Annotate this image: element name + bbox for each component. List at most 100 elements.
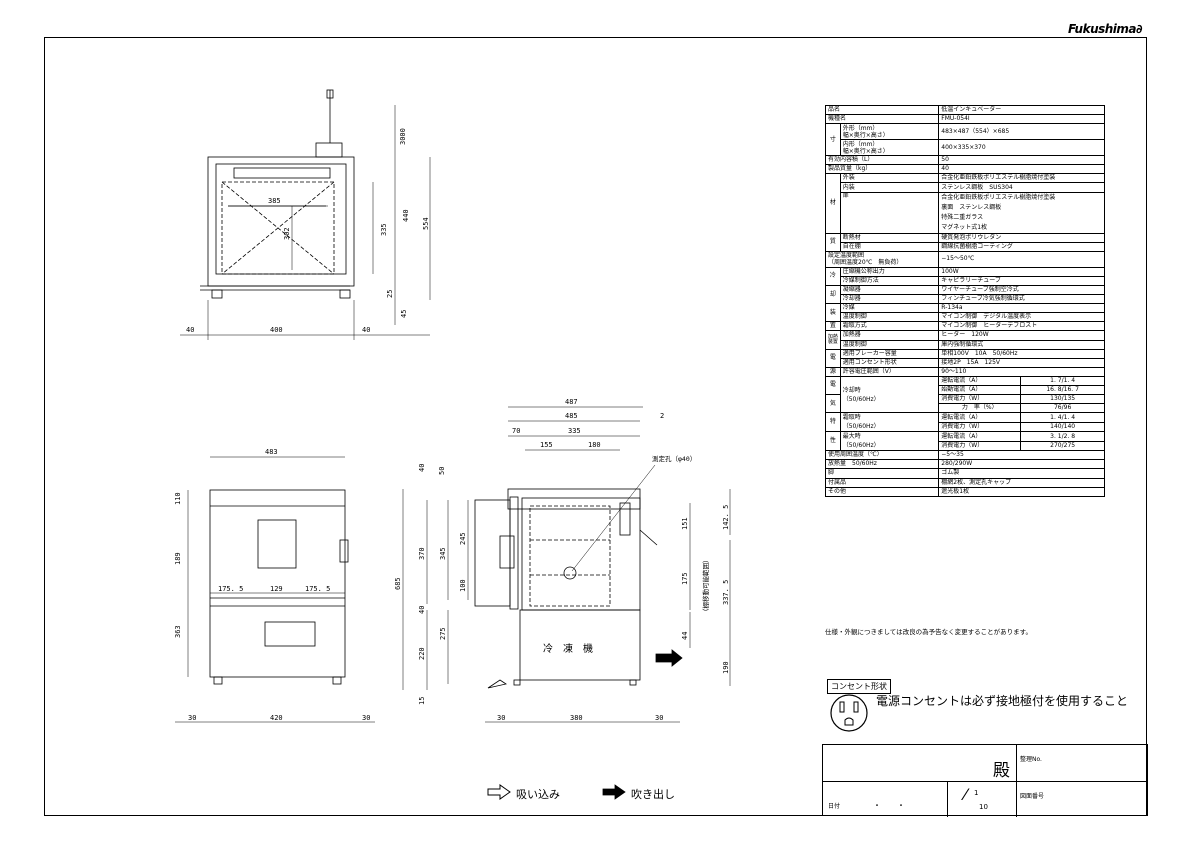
dim-label: 70 (512, 427, 520, 435)
table-row: 製品質量（kg）40 (824, 164, 1105, 175)
spec-value: 合金化亜鉛鉄板ポリエステル樹脂焼付塗装裏面 ステンレス鋼板特殊二重ガラスマグネッ… (938, 191, 1105, 234)
dim-label: 245 (459, 532, 467, 545)
dim-label: 337. 5 (722, 580, 730, 605)
table-row: 脚ゴム製 (824, 468, 1105, 479)
table-row: 適用コンセント形状接地2P 15A 125V (826, 357, 1105, 368)
dim-label: 175. 5 (305, 585, 330, 593)
group-label: 特 (825, 412, 841, 433)
dim-label: 40 (186, 326, 194, 334)
brand-text: Fukushima (1068, 22, 1137, 36)
spec-value: 庫内強制循環式 (938, 339, 1105, 350)
table-row: 始動電流（A）16. 8/16. 7 (826, 384, 1105, 396)
table-row: 付属品棚網2枚、測定孔キャップ (824, 477, 1105, 488)
spec-label: 外形（mm）幅×奥行×高さ） (839, 123, 940, 141)
spec-value: R-134a (938, 303, 1105, 314)
dim-label: 380 (570, 714, 583, 722)
spec-value: ゴム製 (938, 468, 1105, 479)
spec-value: FMU-054I (938, 114, 1105, 125)
spec-label: 脚 (824, 468, 940, 479)
spec-label-line: 内形（mm） (842, 140, 879, 148)
spec-label: 温度制御 (839, 312, 940, 323)
spec-value: 1. 7/1. 4 (1020, 375, 1105, 386)
spec-label: 加熱器 (839, 330, 940, 341)
group-label: 気 (825, 394, 841, 414)
spec-label: 凝縮器 (839, 284, 940, 296)
spec-label-line: （50/60Hz） (842, 395, 880, 403)
spec-label-line: 外形（mm） (842, 124, 879, 132)
spec-label-line: 幅×奥行×高さ） (842, 147, 889, 155)
dim-label: 175. 5 (218, 585, 243, 593)
table-row: 設定温度範囲（周囲温度20℃ 無負荷）−15～50℃ (824, 250, 1105, 268)
table-row: 質断熱材硬質発泡ポリウレタン (825, 232, 1105, 252)
dim-label: 302 (283, 227, 291, 240)
spec-sublabel: 消費電力（W） (938, 440, 1022, 452)
spec-label: 有効内容積（L） (824, 155, 940, 166)
spec-label: 冷媒 (839, 303, 940, 314)
table-row: 電適用ブレーカー容量単相100V 10A 50/60Hz (825, 348, 1105, 368)
spec-value: 3. 1/2. 8 (1020, 431, 1105, 442)
spec-value: 低温インキュベーター (938, 104, 1105, 116)
dim-label: 370 (418, 547, 426, 560)
spec-value: フィンチューブ冷気強制循環式 (938, 294, 1105, 305)
scale-denominator: 10 (979, 803, 988, 811)
dim-label: 420 (270, 714, 283, 722)
dim-label: 30 (188, 714, 196, 722)
front-view-bottom (175, 456, 375, 723)
dim-label: 129 (270, 585, 283, 593)
table-row: 置霜取方式マイコン制御 ヒーターデフロスト (825, 321, 1105, 332)
dim-label: 30 (497, 714, 505, 722)
group-label: 却 (825, 284, 841, 305)
spec-value: 1. 4/1. 4 (1020, 412, 1105, 423)
group-label: 電 (825, 348, 841, 368)
spec-value-line: 合金化亜鉛鉄板ポリエステル樹脂焼付塗装 (941, 193, 1056, 201)
spec-value: ワイヤーチューブ強制空冷式 (938, 284, 1105, 296)
spec-value: 90～110 (938, 366, 1105, 377)
title-block: 殿 整理No. 日付 ・ ・ 1 ⁄ 10 図面番号 (822, 744, 1148, 817)
dim-label: 335 (568, 427, 581, 435)
spec-sublabel: 運転電流（A） (938, 412, 1022, 423)
spec-value: 40 (938, 164, 1105, 175)
dim-label: 30 (655, 714, 663, 722)
group-label: 質 (825, 232, 841, 252)
group-label: 置 (825, 321, 841, 332)
dim-label: 685 (394, 577, 402, 590)
dim-label: 15 (418, 697, 426, 705)
dim-label: 175 (681, 572, 689, 585)
spec-value: 100W (938, 266, 1105, 277)
dim-label: 345 (439, 547, 447, 560)
spec-value: 140/140 (1020, 421, 1105, 433)
spec-label: 製品質量（kg） (824, 164, 940, 175)
spec-label: 適用ブレーカー容量 (839, 348, 940, 359)
spec-label: 霜取時（50/60Hz） (839, 412, 940, 433)
spec-label: 冷却時（50/60Hz） (839, 375, 940, 414)
spec-value: 483×487（554）×685 (938, 123, 1105, 141)
swoosh-icon: ∂ (1136, 22, 1143, 36)
spec-value: 合金化亜鉛鉄板ポリエステル樹脂焼付塗装 (938, 173, 1105, 184)
spec-value: 280/290W (938, 459, 1105, 470)
table-row: 寸外形（mm）幅×奥行×高さ）483×487（554）×685 (825, 123, 1105, 157)
spec-label: 内装 (839, 182, 940, 193)
spec-label: 適用コンセント形状 (839, 357, 940, 368)
honorific: 殿 (993, 761, 1010, 781)
dim-label: 100 (459, 579, 467, 592)
legend-intake: 吸い込み (516, 788, 560, 801)
spec-sublabel: 運転電流（A） (938, 375, 1022, 386)
spec-note: 仕様・外観につきましては改良の為予告なく変更することがあります。 (825, 628, 1033, 636)
table-row: 却凝縮器ワイヤーチューブ強制空冷式 (825, 284, 1105, 305)
spec-label: 自在棚 (839, 241, 940, 252)
dim-label: 400 (270, 326, 283, 334)
spec-value: −5～35 (938, 450, 1105, 461)
spec-value: 遮光板1枚 (938, 486, 1105, 497)
table-row: 材外装合金化亜鉛鉄板ポリエステル樹脂焼付塗装 (825, 173, 1105, 234)
table-row: その他遮光板1枚 (824, 486, 1105, 497)
spec-value-line: 特殊二重ガラス (941, 213, 984, 221)
spec-value: ヒーター 120W (938, 330, 1105, 341)
spec-label: 扉 (839, 191, 940, 234)
side-view (402, 406, 731, 723)
spec-label: 温度制御 (839, 339, 940, 350)
group-label: 源 (825, 366, 841, 377)
group-label: 加熱装置 (825, 330, 841, 350)
date-value: ・ ・ (873, 801, 905, 810)
table-row: 温度制御マイコン制御 デジタル温度表示 (826, 312, 1105, 323)
